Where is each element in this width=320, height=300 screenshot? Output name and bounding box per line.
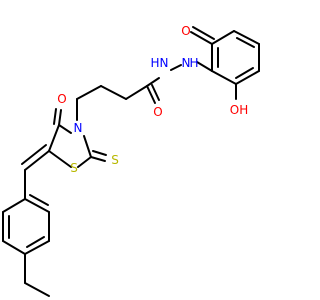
bond [196,61,213,72]
bond [125,85,148,100]
bond [24,240,50,255]
oxygen-label: O [153,105,162,119]
bond [24,282,50,297]
bond [146,77,160,87]
bonds [2,26,260,297]
bond [211,70,237,85]
sulfur-label: S [70,161,78,175]
bond [235,67,254,79]
bond [90,156,106,162]
bond [100,85,127,100]
bond [211,30,235,45]
bond [29,194,49,206]
bond [2,240,26,255]
bond [53,108,57,125]
bond [2,198,26,213]
bond [21,144,47,165]
nitrogen-label: N [182,56,191,70]
bond [92,150,107,156]
bond [48,124,60,152]
bond [235,70,260,85]
nitrogen-label: N [160,56,169,70]
sulfur-label: S [111,153,119,167]
bond [233,30,260,45]
bond [48,150,72,168]
bond [58,109,62,126]
bond [190,31,213,45]
bond [151,84,160,101]
bond [26,236,45,248]
atom-labels: O H N N H OH O O N S S [57,24,248,175]
hydrogen-label: H [150,56,159,70]
bond [77,156,92,168]
bond [236,37,255,48]
structure-canvas: O H N N H OH O O N S S [2,24,260,297]
bond [76,85,102,100]
oxygen-label: O [57,92,66,106]
bond [24,198,50,213]
bond [83,135,92,158]
bond [192,26,215,40]
bond [58,124,72,134]
molecule-diagram: O H N N H OH O O N S S [2,24,260,297]
hydroxyl-label: OH [230,103,248,117]
oxygen-label: O [181,24,190,38]
bond [24,150,50,171]
nitrogen-label: N [74,121,83,135]
bond [170,64,182,71]
bond [146,85,156,104]
hydrogen-label: H [189,56,198,70]
